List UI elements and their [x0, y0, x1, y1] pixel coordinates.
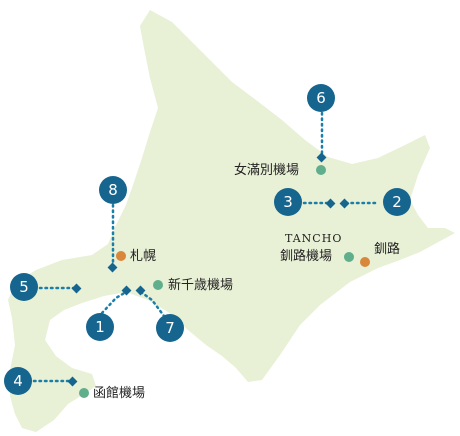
badge-6: 6 — [307, 84, 335, 112]
diamond-7 — [135, 285, 146, 296]
hakodate-airport-label: 函館機場 — [93, 386, 146, 401]
diamond-6 — [316, 152, 327, 163]
hokkaido-landmass — [8, 10, 455, 432]
svg-text:3: 3 — [283, 193, 293, 211]
badge-7: 7 — [156, 314, 184, 342]
svg-text:7: 7 — [165, 319, 175, 337]
svg-text:8: 8 — [108, 181, 118, 199]
svg-text:2: 2 — [392, 193, 402, 211]
kushiro-airport-sublabel: TANCHO — [285, 232, 343, 245]
kushiro-city-marker — [360, 257, 370, 267]
diamond-3 — [325, 198, 336, 209]
memanbetsu-airport-label: 女滿別機場 — [234, 163, 300, 178]
connectors — [32, 111, 380, 383]
kushiro-city-label: 釧路 — [374, 242, 401, 257]
svg-text:6: 6 — [316, 89, 326, 107]
hakodate-airport-marker — [79, 388, 89, 398]
badge-8: 8 — [99, 176, 127, 204]
memanbetsu-airport-marker — [316, 165, 326, 175]
badge-5: 5 — [10, 273, 38, 301]
new-chitose-airport-label: 新千歳機場 — [168, 278, 234, 293]
new-chitose-airport-marker — [153, 280, 163, 290]
svg-text:5: 5 — [19, 278, 29, 296]
svg-text:1: 1 — [95, 318, 105, 336]
badge-4: 4 — [4, 367, 32, 395]
kushiro-airport-label: 釧路機場 — [280, 249, 333, 264]
connector-7 — [139, 290, 166, 318]
badge-2: 2 — [383, 188, 411, 216]
numbered-badges: 1 2 3 4 5 6 7 8 — [4, 84, 411, 395]
location-markers — [79, 165, 370, 398]
connector-1 — [100, 290, 128, 315]
svg-text:4: 4 — [13, 372, 23, 390]
badge-3: 3 — [274, 188, 302, 216]
diamond-2 — [339, 198, 350, 209]
badge-1: 1 — [86, 313, 114, 341]
sapporo-marker — [116, 251, 126, 261]
kushiro-airport-marker — [344, 252, 354, 262]
sapporo-label: 札幌 — [130, 249, 157, 264]
